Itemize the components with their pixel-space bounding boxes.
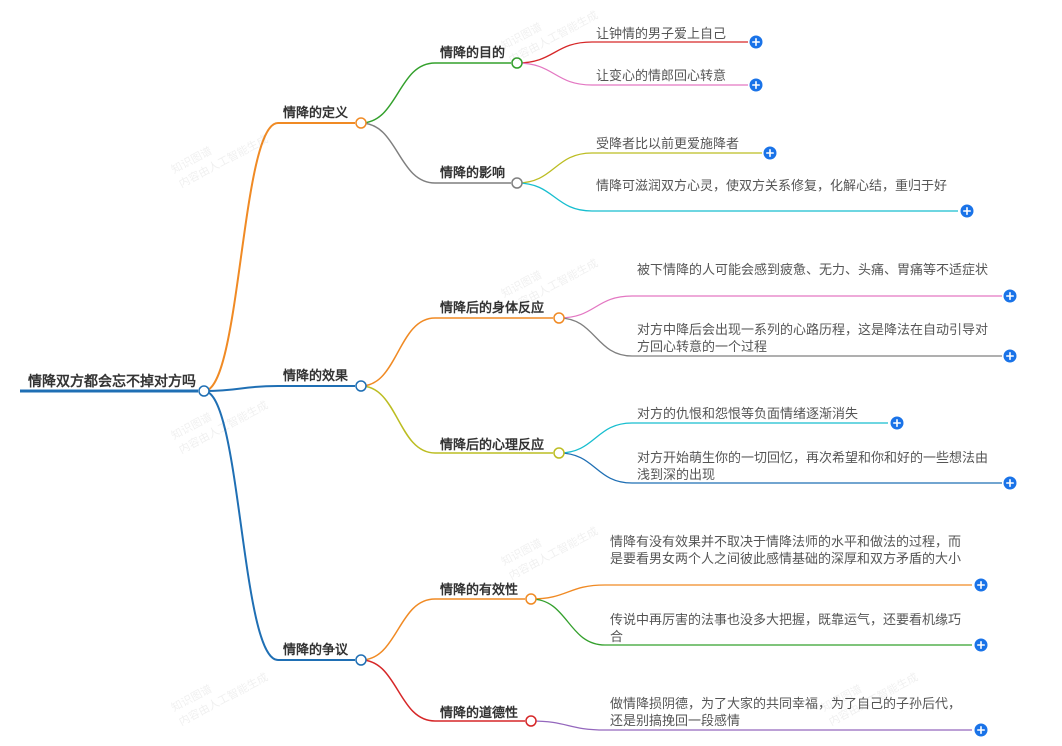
collapse-toggle[interactable]: [355, 380, 367, 392]
root-node[interactable]: 情降双方都会忘不掉对方吗: [28, 373, 196, 391]
plus-icon: [1006, 352, 1014, 360]
branch-connector: [203, 390, 279, 661]
branch-controversy[interactable]: 情降的争议: [283, 642, 348, 660]
leaf-text: 情降可滋润双方心灵，使双方关系修复，化解心结，重归于好: [596, 179, 948, 194]
plus-icon: [766, 149, 774, 157]
leaf-node[interactable]: 让钟情的男子爱上自己: [596, 26, 756, 43]
leaf-text: 对方的仇恨和怨恨等负面情绪逐渐消失: [637, 407, 859, 422]
leaf-text: 对方中降后会出现一系列的心路历程，这是降法在自动引导对方回心转意的一个过程: [637, 323, 989, 355]
leaf-text: 让变心的情郎回心转意: [596, 69, 727, 84]
collapse-toggle[interactable]: [525, 593, 537, 605]
leaf-node[interactable]: 被下情降的人可能会感到疲惫、无力、头痛、胃痛等不适症状: [637, 262, 999, 279]
collapse-toggle[interactable]: [511, 177, 523, 189]
branch-label: 情降的效果: [283, 369, 349, 384]
leaf-text: 传说中再厉害的法事也没多大把握，既靠运气，还要看机缘巧合: [610, 613, 962, 645]
plus-icon: [977, 581, 985, 589]
leaf-node[interactable]: 对方开始萌生你的一切回忆，再次希望和你和好的一些想法由浅到深的出现: [637, 450, 999, 484]
branch-effect[interactable]: 情降的效果: [283, 368, 348, 386]
subtopic-label: 情降的目的: [440, 46, 506, 61]
leaf-connector: [530, 584, 606, 600]
leaf-text: 被下情降的人可能会感到疲惫、无力、头痛、胃痛等不适症状: [637, 263, 989, 278]
subtopic-connector: [360, 659, 436, 722]
leaf-node[interactable]: 受降者比以前更爱施降者: [596, 136, 766, 153]
leaf-text: 对方开始萌生你的一切回忆，再次希望和你和好的一些想法由浅到深的出现: [637, 451, 989, 483]
collapse-toggle[interactable]: [198, 385, 210, 397]
plus-icon: [977, 726, 985, 734]
leaf-text: 做情降损阴德，为了大家的共同幸福，为了自己的子孙后代，还是别搞挽回一段感情: [610, 697, 962, 729]
subtopic-label: 情降后的身体反应: [440, 301, 545, 316]
root-label: 情降双方都会忘不掉对方吗: [28, 374, 196, 390]
branch-connector: [203, 385, 279, 392]
subtopic-label: 情降的影响: [440, 166, 506, 181]
subtopic-connector: [360, 317, 436, 387]
subtopic-effectiveness[interactable]: 情降的有效性: [440, 582, 518, 600]
leaf-node[interactable]: 对方中降后会出现一系列的心路历程，这是降法在自动引导对方回心转意的一个过程: [637, 322, 999, 356]
subtopic-physical-reaction[interactable]: 情降后的身体反应: [440, 300, 544, 318]
collapse-toggle[interactable]: [525, 715, 537, 727]
plus-icon: [1006, 479, 1014, 487]
subtopic-influence[interactable]: 情降的影响: [440, 165, 505, 183]
subtopic-connector: [360, 385, 436, 454]
plus-icon: [752, 38, 760, 46]
plus-icon: [963, 207, 971, 215]
leaf-node[interactable]: 做情降损阴德，为了大家的共同幸福，为了自己的子孙后代，还是别搞挽回一段感情: [610, 696, 972, 730]
subtopic-connector: [360, 598, 436, 661]
leaf-connector: [516, 182, 593, 212]
branch-label: 情降的争议: [283, 643, 349, 658]
leaf-text: 让钟情的男子爱上自己: [596, 27, 727, 42]
leaf-node[interactable]: 传说中再厉害的法事也没多大把握，既靠运气，还要看机缘巧合: [610, 612, 972, 646]
leaf-connector: [558, 452, 633, 484]
leaf-text: 受降者比以前更爱施降者: [596, 137, 740, 152]
leaf-connector: [516, 41, 593, 64]
subtopic-purpose[interactable]: 情降的目的: [440, 45, 505, 63]
collapse-toggle[interactable]: [553, 312, 565, 324]
collapse-toggle[interactable]: [355, 654, 367, 666]
subtopic-morality[interactable]: 情降的道德性: [440, 705, 518, 723]
leaf-node[interactable]: 对方的仇恨和怨恨等负面情绪逐渐消失: [637, 406, 887, 423]
subtopic-connector: [360, 62, 436, 124]
leaf-connector: [558, 317, 633, 357]
branch-definition[interactable]: 情降的定义: [283, 105, 348, 123]
subtopic-label: 情降的道德性: [440, 706, 519, 721]
subtopic-label: 情降的有效性: [440, 583, 519, 598]
subtopic-label: 情降后的心理反应: [440, 438, 545, 453]
subtopic-connector: [360, 122, 436, 184]
leaf-connector: [558, 422, 633, 454]
leaf-connector: [530, 598, 606, 646]
plus-icon: [752, 81, 760, 89]
leaf-node[interactable]: 情降可滋润双方心灵，使双方关系修复，化解心结，重归于好: [596, 178, 958, 195]
leaf-connector: [530, 720, 606, 731]
leaf-node[interactable]: 情降有没有效果并不取决于情降法师的水平和做法的过程，而是要看男女两个人之间彼此感…: [610, 534, 972, 568]
leaf-connector: [558, 295, 633, 319]
collapse-toggle[interactable]: [553, 447, 565, 459]
plus-icon: [1006, 292, 1014, 300]
collapse-toggle[interactable]: [355, 117, 367, 129]
leaf-connector: [516, 62, 593, 86]
leaf-node[interactable]: 让变心的情郎回心转意: [596, 68, 756, 85]
branch-connector: [203, 122, 279, 392]
plus-icon: [893, 419, 901, 427]
collapse-toggle[interactable]: [511, 57, 523, 69]
subtopic-psychological-reaction[interactable]: 情降后的心理反应: [440, 437, 544, 455]
plus-icon: [977, 641, 985, 649]
leaf-text: 情降有没有效果并不取决于情降法师的水平和做法的过程，而是要看男女两个人之间彼此感…: [610, 535, 962, 567]
branch-label: 情降的定义: [283, 106, 349, 121]
leaf-connector: [516, 152, 593, 184]
